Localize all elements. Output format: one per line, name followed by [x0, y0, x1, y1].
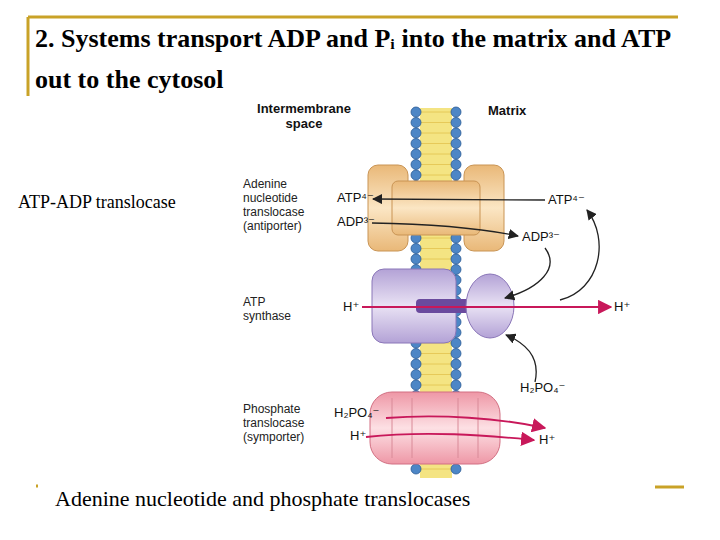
- lipid-tail: [420, 364, 452, 365]
- protein-rib: [412, 398, 413, 458]
- ion-label: H⁺: [343, 299, 359, 314]
- ion-label: H⁺: [614, 299, 630, 314]
- lipid-head: [451, 149, 461, 159]
- lipid-head: [451, 244, 461, 254]
- molecule-label: H₂PO₄⁻: [520, 380, 565, 395]
- protein-core: [392, 181, 480, 235]
- region-label: Matrix: [488, 103, 526, 118]
- protein-shape: [366, 388, 504, 468]
- protein-shape: [366, 265, 518, 347]
- molecule-label: ADP³⁻: [337, 214, 375, 229]
- protein-shape: [362, 163, 510, 253]
- lipid-tail: [420, 133, 452, 134]
- lipid-head: [411, 160, 421, 170]
- protein-name: ATP synthase: [243, 295, 305, 323]
- lipid-head: [451, 170, 461, 180]
- molecule-label: ATP⁴⁻: [337, 190, 374, 205]
- lipid-tail: [420, 385, 452, 386]
- lipid-tail: [420, 143, 452, 144]
- lipid-tail: [420, 353, 452, 354]
- region-label: Intermembrane space: [243, 101, 365, 131]
- lipid-head: [411, 244, 421, 254]
- lipid-head: [451, 118, 461, 128]
- lipid-head: [411, 349, 421, 359]
- protein-name: Adenine nucleotide translocase (antiport…: [243, 177, 321, 233]
- lipid-head: [451, 139, 461, 149]
- lipid-tail: [420, 248, 452, 249]
- lipid-head: [411, 170, 421, 180]
- lipid-head: [411, 380, 421, 390]
- lipid-tail: [420, 374, 452, 375]
- lipid-head: [451, 107, 461, 117]
- lipid-tail: [420, 122, 452, 123]
- lipid-head: [411, 370, 421, 380]
- lipid-head: [451, 370, 461, 380]
- lipid-head: [451, 349, 461, 359]
- frame-line: [27, 17, 30, 96]
- lipid-tail: [420, 175, 452, 176]
- lipid-head: [411, 139, 421, 149]
- frame-line: [28, 16, 678, 19]
- protein-rib: [478, 398, 479, 458]
- lipid-head: [411, 464, 421, 474]
- ion-label: H⁺: [350, 428, 366, 443]
- lipid-tail: [420, 259, 452, 260]
- transport-protein: Phosphate translocase (symporter): [366, 388, 504, 468]
- lipid-tail: [420, 112, 452, 113]
- frame-dot: [36, 485, 38, 488]
- callout-label: ATP-ADP translocase: [18, 192, 176, 213]
- lipid-head: [451, 128, 461, 138]
- lipid-head: [411, 118, 421, 128]
- adp-to-synthase-arrow: [505, 248, 550, 298]
- lipid-tail: [420, 238, 452, 239]
- phosphate-to-synthase-arrow: [506, 335, 536, 382]
- title-frame: [28, 17, 684, 487]
- molecule-label: ADP³⁻: [522, 229, 560, 244]
- protein-rib: [458, 398, 459, 458]
- protein-name: Phosphate translocase (symporter): [243, 402, 325, 444]
- lipid-tail: [420, 164, 452, 165]
- protein-body: [370, 392, 500, 464]
- lipid-head: [451, 464, 461, 474]
- slide-title: 2. Systems transport ADP and Pᵢ into the…: [35, 18, 675, 100]
- lipid-tail: [420, 469, 452, 470]
- protein-rib: [392, 398, 393, 458]
- lipid-head: [451, 380, 461, 390]
- slide-caption: Adenine nucleotide and phosphate translo…: [55, 486, 675, 512]
- transport-protein: ATP synthase: [366, 265, 518, 347]
- molecule-label: H₂PO₄⁻: [334, 405, 379, 420]
- lipid-head: [451, 254, 461, 264]
- transport-protein: Adenine nucleotide translocase (antiport…: [362, 163, 510, 253]
- lipid-head: [411, 254, 421, 264]
- frame-line: [655, 486, 684, 489]
- lipid-tail: [420, 154, 452, 155]
- f1-unit: [466, 274, 514, 338]
- molecule-label: ATP⁴⁻: [548, 192, 585, 207]
- lipid-head: [411, 128, 421, 138]
- ion-label: H⁺: [539, 432, 555, 447]
- lipid-head: [411, 149, 421, 159]
- lipid-head: [411, 359, 421, 369]
- lipid-head: [451, 359, 461, 369]
- lipid-head: [451, 160, 461, 170]
- atp-from-synthase-arrow: [560, 210, 599, 300]
- lipid-head: [411, 107, 421, 117]
